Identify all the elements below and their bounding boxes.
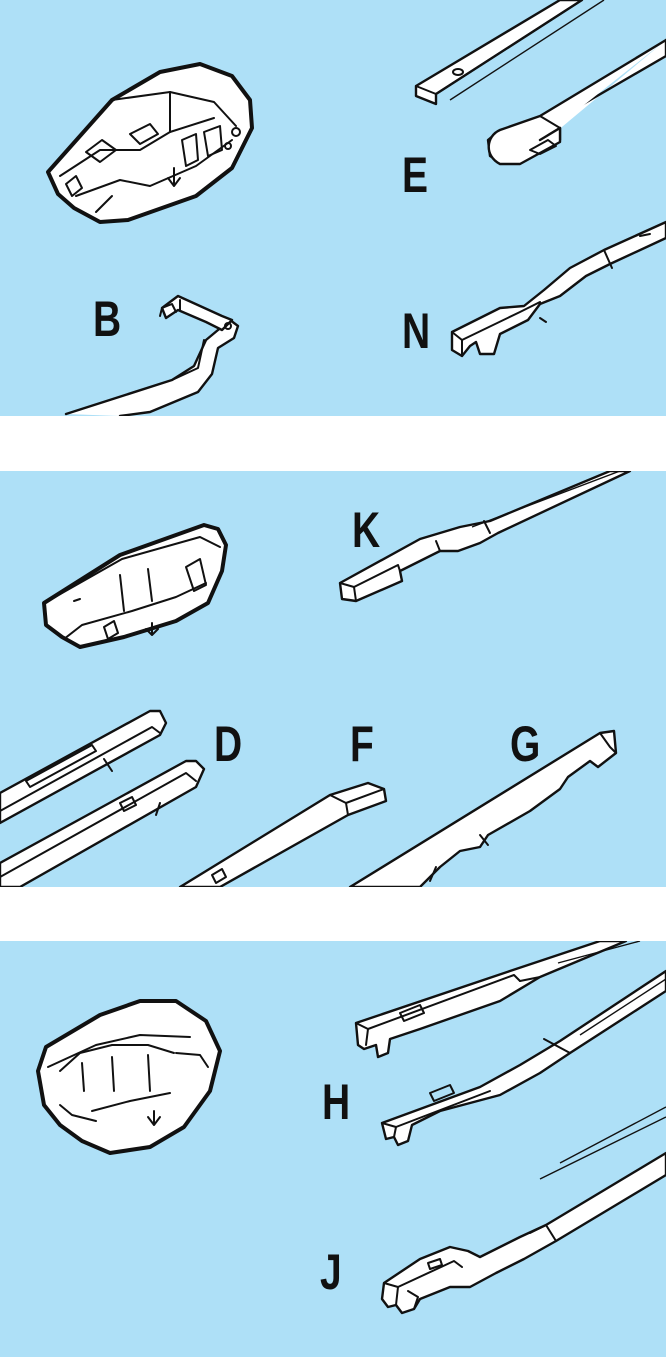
adapter-panel-3: H J: [0, 941, 666, 1357]
panel-1-drawing: [46, 0, 666, 416]
part-e-upper-strip[interactable]: [414, 0, 605, 106]
panel-2-drawing: [0, 471, 632, 887]
adapter-clip-3[interactable]: [36, 999, 222, 1155]
adapter-clip-1[interactable]: [46, 62, 254, 224]
part-e-hook-strip[interactable]: [486, 38, 666, 166]
label-g: G: [510, 716, 540, 772]
part-g-strip[interactable]: [348, 729, 618, 887]
part-k-arm[interactable]: [338, 471, 632, 603]
label-j: J: [320, 1244, 342, 1300]
part-f-strip[interactable]: [178, 781, 388, 887]
part-n-arm[interactable]: [450, 220, 666, 358]
label-b: B: [93, 291, 121, 347]
adapter-panel-2: K D F G: [0, 471, 666, 887]
adapter-clip-2[interactable]: [42, 523, 228, 649]
part-j-arm[interactable]: [380, 1106, 666, 1315]
part-h-upper-arm[interactable]: [354, 941, 641, 1059]
adapter-panel-1: E B N: [0, 0, 666, 416]
label-h: H: [322, 1074, 350, 1130]
part-d-strips[interactable]: [0, 709, 206, 887]
panel-3-drawing: [36, 941, 666, 1315]
label-f: F: [350, 716, 374, 772]
label-k: K: [352, 502, 380, 558]
label-n: N: [402, 303, 430, 359]
part-b-arm[interactable]: [64, 294, 240, 416]
part-h-lower-arm[interactable]: [380, 969, 666, 1147]
label-d: D: [214, 716, 242, 772]
label-e: E: [402, 147, 428, 203]
